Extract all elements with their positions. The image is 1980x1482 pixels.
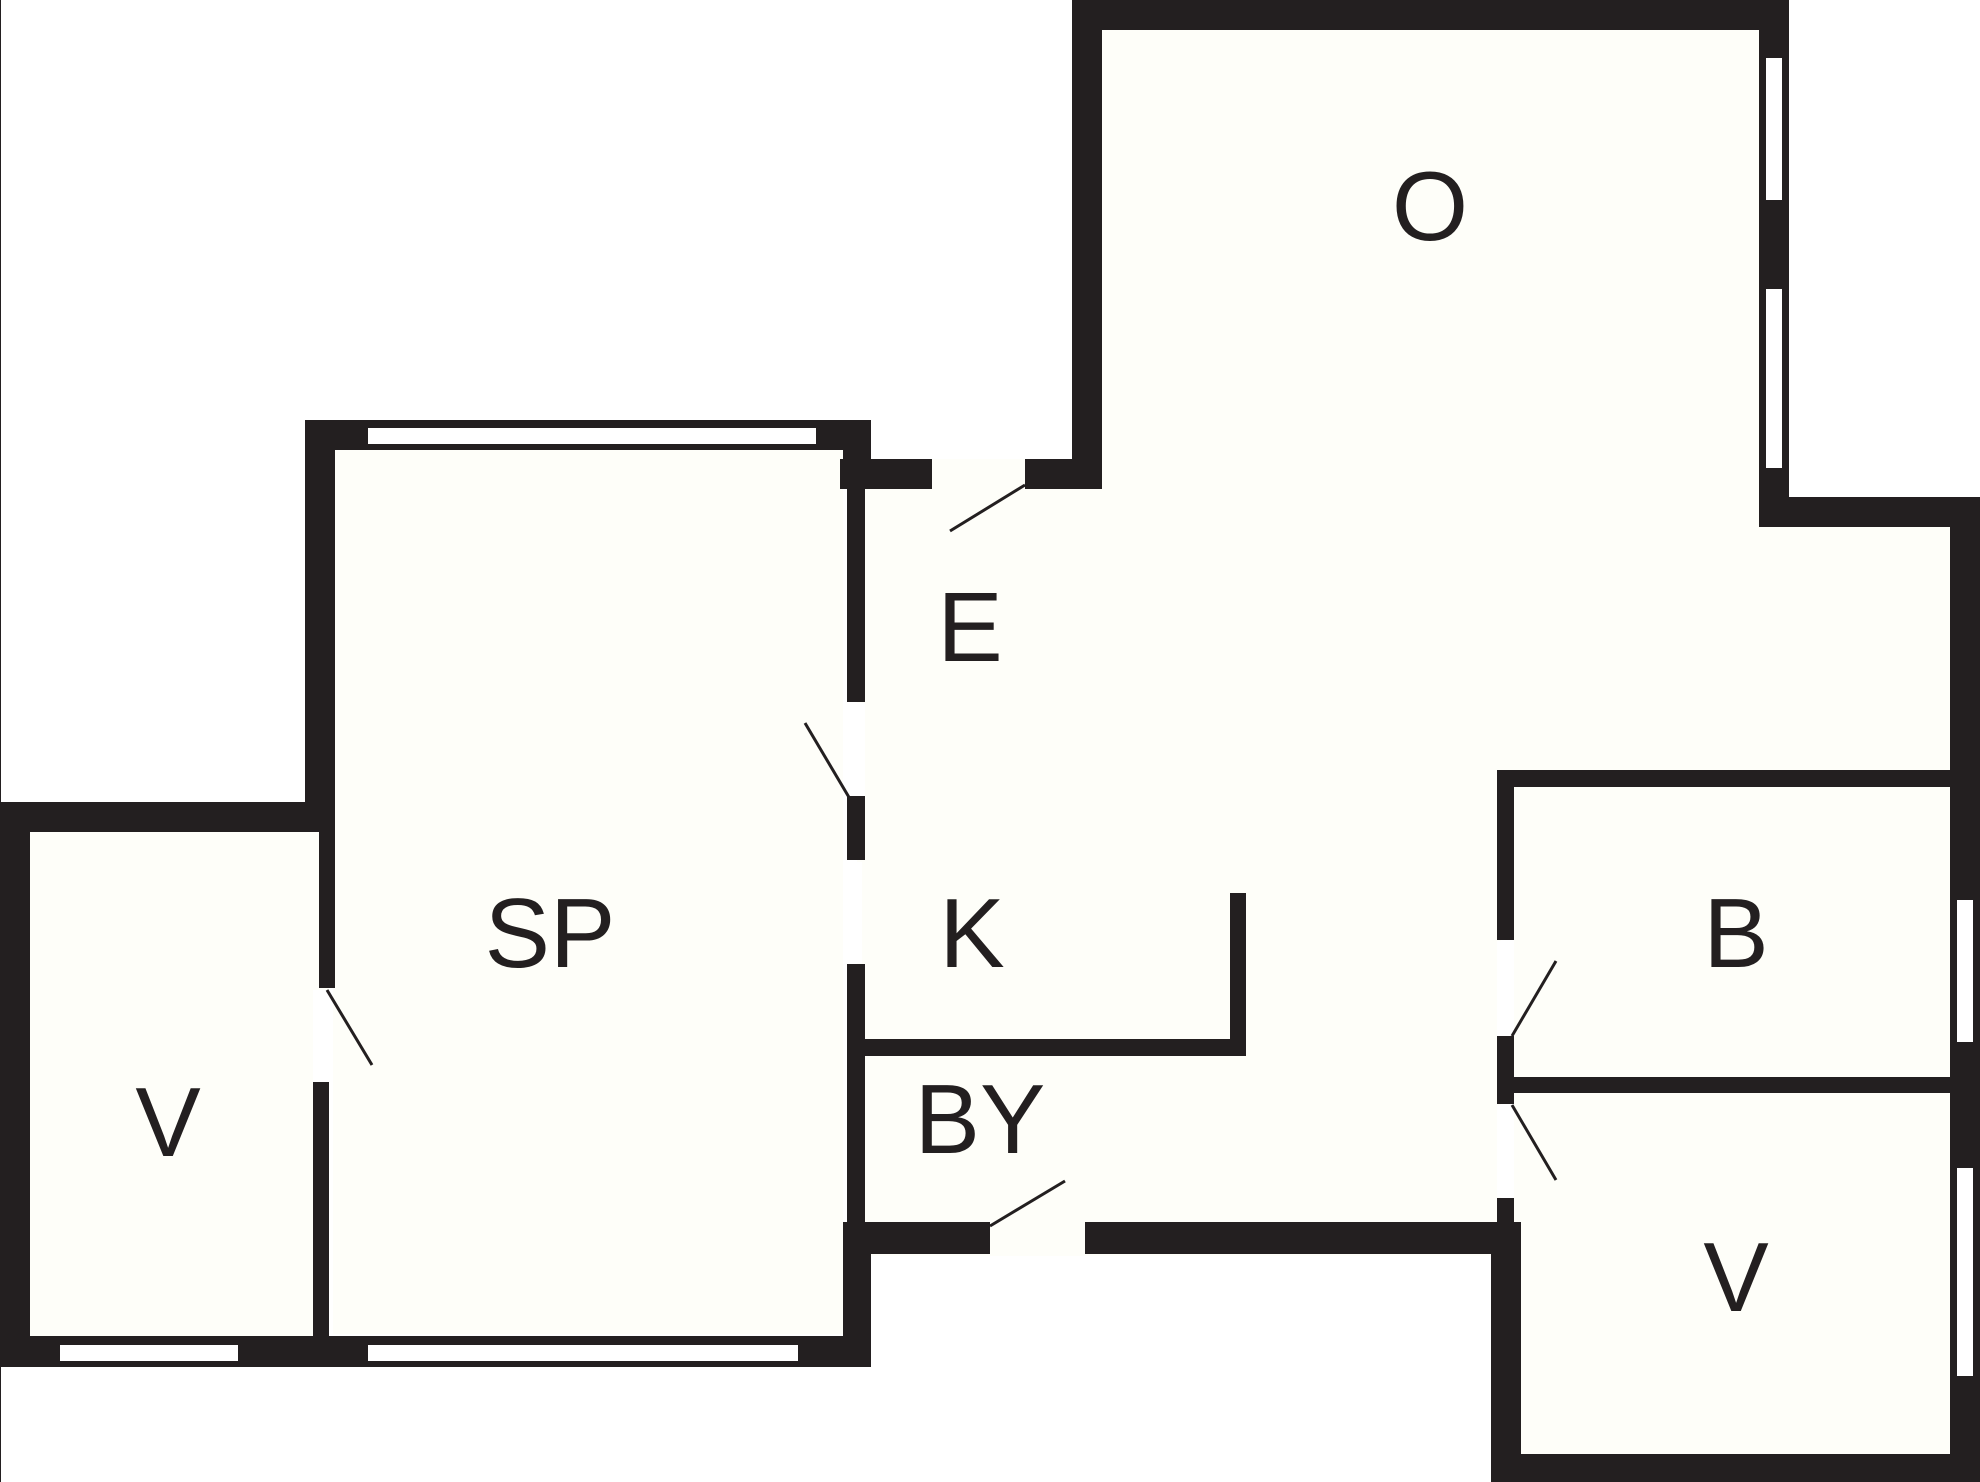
wall-b-left-upper <box>1497 770 1514 940</box>
wall-b-top <box>1497 770 1955 787</box>
wall-v-right-bottom <box>1491 1454 1980 1482</box>
wall-sp-topright <box>843 420 871 488</box>
room-label-e: E <box>937 572 1002 682</box>
window-sp-top <box>368 428 816 444</box>
floor-sp <box>333 449 843 1334</box>
window-sp-bottom <box>368 1345 798 1361</box>
wall-b-left-lower <box>1497 1198 1514 1224</box>
door-swing-b <box>1510 960 1558 1037</box>
door-swing-v-right <box>1510 1104 1558 1181</box>
floor-b <box>1514 787 1953 1079</box>
floor-east <box>1101 521 1953 771</box>
floor-areas <box>29 29 1953 1455</box>
door-swing-entrance <box>949 483 1026 533</box>
room-label-sp: SP <box>485 878 616 988</box>
door-gap-by-bottom <box>990 1222 1085 1254</box>
room-label-v-left: V <box>135 1067 200 1177</box>
room-label-k: K <box>939 878 1004 988</box>
window-v-right-east <box>1957 1168 1973 1376</box>
floor-e <box>857 482 1101 1038</box>
wall-sp-e-lower <box>847 964 865 1224</box>
wall-k-bottom <box>862 1039 1246 1056</box>
window-sp-e-interior <box>850 862 862 963</box>
wall-v-sp-lower <box>313 1082 329 1338</box>
wall-by-bottom-right <box>1085 1222 1521 1254</box>
room-label-o: O <box>1392 151 1468 261</box>
door-swings <box>325 483 1558 1228</box>
wall-notch-top <box>1759 497 1979 527</box>
door-swing-by <box>989 1179 1066 1228</box>
door-gap-b <box>1497 941 1514 1036</box>
floor-by <box>857 1038 1501 1256</box>
room-label-b: B <box>1703 878 1768 988</box>
wall-o-top <box>1072 0 1789 30</box>
wall-sp-e-upper <box>847 488 865 702</box>
wall-b-left-mid <box>1497 1036 1514 1104</box>
wall-e-top-right <box>1025 459 1102 489</box>
floor-o <box>1101 29 1759 521</box>
wall-o-left <box>1072 0 1102 488</box>
wall-b-v-partition <box>1497 1077 1955 1093</box>
wall-v-left-top <box>0 802 335 832</box>
wall-v-left-outer <box>0 802 30 1367</box>
wall-e-east-lower <box>1491 1222 1521 1482</box>
wall-by-bottom-left <box>862 1222 990 1254</box>
door-openings <box>932 459 1085 1254</box>
door-swing-sp-e <box>803 722 852 800</box>
door-gap-v-sp <box>313 990 329 1082</box>
room-label-v-right: V <box>1703 1222 1768 1332</box>
floor-v-left <box>29 832 329 1336</box>
wall-k-right <box>1230 893 1246 1056</box>
room-label-by: BY <box>915 1064 1046 1174</box>
room-labels: O E SP K BY B V V <box>135 151 1768 1332</box>
floor-v-right <box>1514 1091 1953 1455</box>
window-o-east-lower <box>1766 289 1782 468</box>
door-gap-sp-e <box>847 703 865 796</box>
window-b-east <box>1957 900 1973 1042</box>
window-v-left-bottom <box>60 1345 238 1361</box>
door-gap-v-right <box>1497 1105 1514 1197</box>
window-o-east-upper <box>1766 58 1782 200</box>
door-gap-entrance <box>932 459 1025 489</box>
wall-sp-e-mid <box>847 796 865 860</box>
wall-sp-left <box>305 420 335 832</box>
wall-v-sp-upper <box>319 830 335 988</box>
door-openings-white <box>313 703 1514 1197</box>
door-swing-v-sp <box>325 989 374 1066</box>
windows <box>60 58 1973 1376</box>
